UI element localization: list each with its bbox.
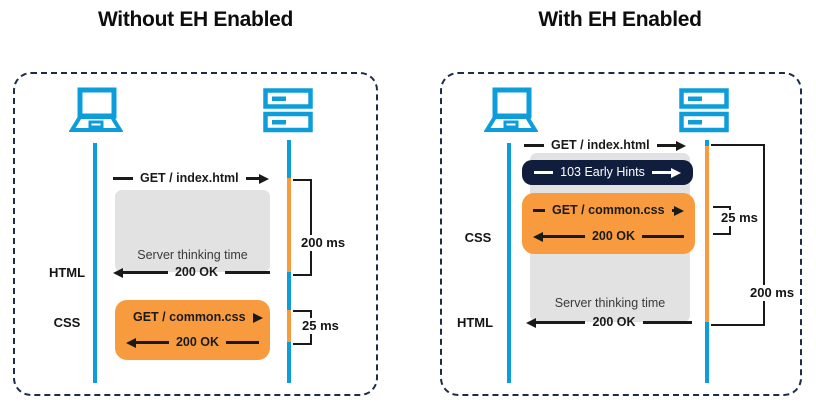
arrow-line	[534, 171, 554, 174]
arrowhead-right-icon	[674, 205, 684, 216]
arrow-label: 200 OK	[175, 335, 220, 349]
arrowhead-left-icon	[533, 231, 543, 242]
server-thinking-label: Server thinking time	[137, 248, 248, 262]
arrow-line	[123, 271, 168, 274]
left-client-lifeline	[93, 143, 97, 383]
arrow-line	[226, 341, 259, 344]
left-css-exchange-box: GET / common.css 200 OK	[115, 300, 270, 360]
arrow-label: GET / index.html	[140, 171, 239, 185]
arrow-label: 200 OK	[591, 229, 636, 243]
right-client-lifeline	[507, 143, 511, 383]
arrowhead-right-icon	[671, 167, 682, 178]
right-arrow-ok-css: 200 OK	[533, 229, 684, 244]
right-arrow-early-hints: 103 Early Hints	[534, 165, 682, 180]
left-server-lifeline-busy-html	[287, 178, 291, 272]
arrowhead-left-icon	[113, 267, 123, 278]
right-diagram-frame	[440, 72, 802, 396]
arrow-line	[642, 235, 684, 238]
arrow-label: 200 OK	[174, 265, 219, 279]
left-arrow-ok-html: 200 OK	[113, 265, 270, 280]
right-panel-title: With EH Enabled	[538, 8, 702, 31]
left-diagram-frame	[13, 72, 378, 396]
left-arrow-get-css: GET / common.css	[126, 310, 263, 325]
right-css-label: CSS	[464, 230, 492, 245]
arrow-line	[642, 321, 692, 324]
arrow-line	[533, 209, 545, 212]
left-arrow-get-index: GET / index.html	[113, 171, 269, 186]
arrow-label: 103 Early Hints	[560, 165, 645, 179]
left-server-lifeline-busy-css	[287, 310, 291, 342]
left-css-label: CSS	[53, 315, 81, 330]
arrowhead-right-icon	[252, 312, 263, 323]
right-200ms-label: 200 ms	[748, 285, 797, 301]
arrow-line	[524, 144, 544, 147]
arrow-label: GET / common.css	[552, 203, 665, 217]
arrow-line	[113, 177, 133, 180]
right-server-lifeline-idle-1	[705, 140, 709, 146]
right-server-lifeline-idle-2	[705, 322, 709, 383]
arrowhead-right-icon	[676, 140, 686, 151]
server-icon	[263, 88, 313, 133]
arrowhead-left-icon	[126, 337, 136, 348]
arrow-line	[136, 341, 169, 344]
left-server-thinking-box: Server thinking time	[115, 190, 270, 272]
right-25ms-label: 25 ms	[719, 210, 760, 226]
server-icon	[679, 88, 729, 133]
left-html-label: HTML	[48, 265, 86, 280]
right-css-exchange-box: GET / common.css 200 OK	[522, 193, 695, 254]
left-server-lifeline-idle-3	[287, 342, 291, 383]
left-25ms-label: 25 ms	[300, 318, 341, 334]
left-25ms-bracket: 25 ms	[293, 310, 341, 345]
left-server-lifeline-idle-1	[287, 140, 291, 178]
right-html-label: HTML	[456, 315, 494, 330]
arrow-label: GET / common.css	[133, 310, 246, 324]
arrow-line	[671, 209, 674, 212]
left-panel-title: Without EH Enabled	[97, 8, 294, 31]
right-arrow-ok-html: 200 OK	[526, 315, 692, 330]
arrowhead-right-icon	[259, 173, 269, 184]
arrow-label: GET / index.html	[551, 138, 650, 152]
server-thinking-label: Server thinking time	[554, 296, 666, 310]
arrowhead-left-icon	[526, 317, 536, 328]
left-200ms-bracket: 200 ms	[293, 179, 348, 276]
right-200ms-bracket: 200 ms	[711, 144, 797, 326]
arrow-line	[225, 271, 270, 274]
arrow-line	[536, 321, 586, 324]
laptop-icon	[69, 87, 123, 132]
right-arrow-get-css: GET / common.css	[533, 203, 684, 218]
arrow-line	[543, 235, 585, 238]
left-200ms-label: 200 ms	[299, 235, 348, 251]
right-25ms-bracket: 25 ms	[713, 206, 760, 235]
left-server-lifeline-idle-2	[287, 272, 291, 310]
arrow-label: 200 OK	[592, 315, 636, 329]
laptop-icon	[484, 87, 538, 132]
right-arrow-get-index: GET / index.html	[524, 138, 686, 153]
right-early-hints-box: 103 Early Hints	[522, 160, 693, 185]
left-arrow-ok-css: 200 OK	[126, 335, 259, 350]
arrow-line	[245, 177, 259, 180]
right-server-lifeline-busy	[705, 146, 709, 322]
arrow-line	[656, 144, 676, 147]
arrow-line	[651, 171, 672, 174]
